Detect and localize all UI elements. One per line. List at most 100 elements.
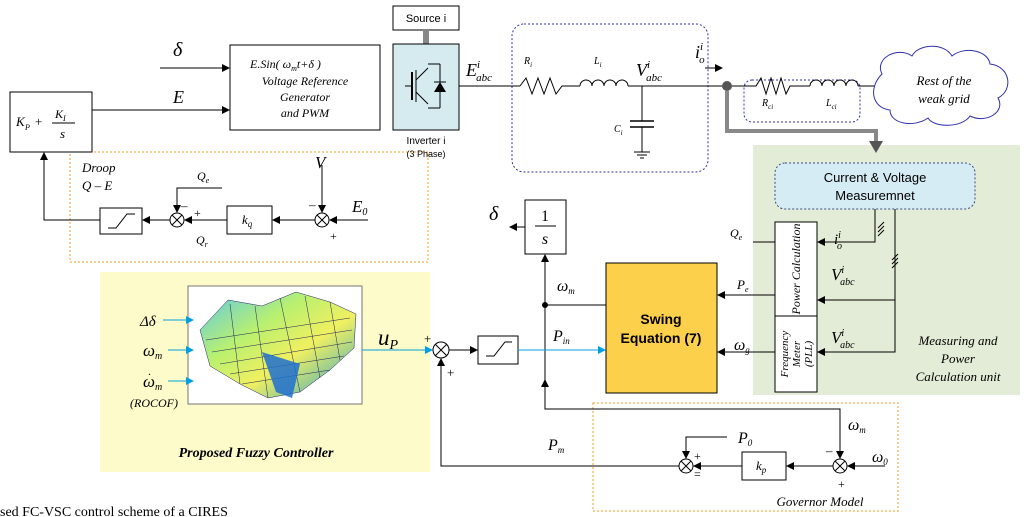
droop-dotted-box bbox=[69, 151, 429, 263]
svg-text:Inverter i: Inverter i bbox=[407, 136, 446, 147]
svg-text:ω0: ω0 bbox=[872, 449, 888, 467]
svg-text:ωm: ωm bbox=[143, 372, 162, 393]
svg-text:Generator: Generator bbox=[280, 90, 330, 104]
svg-text:Qe: Qe bbox=[197, 169, 210, 185]
integrator-block: 1 s δ bbox=[489, 199, 567, 255]
svg-text:uP: uP bbox=[378, 325, 399, 353]
svg-text:+: + bbox=[35, 114, 42, 129]
svg-text:kp: kp bbox=[756, 458, 767, 475]
filter-resistor: Ri bbox=[519, 56, 580, 96]
pe-label: Pe bbox=[736, 277, 749, 294]
weak-grid-cloud: Rest of the weak grid bbox=[873, 45, 1009, 126]
svg-text:Proposed Fuzzy Controller: Proposed Fuzzy Controller bbox=[179, 446, 334, 461]
svg-text:Frequency: Frequency bbox=[779, 331, 791, 379]
measuring-unit-caption: Measuring and bbox=[917, 333, 998, 348]
svg-text:ωm: ωm bbox=[143, 341, 162, 362]
filter-capacitor: Ci bbox=[614, 86, 654, 159]
filter-dotted-box bbox=[511, 23, 709, 173]
svg-text:+: + bbox=[424, 331, 431, 346]
frequency-meter-block: Frequency Meter (PLL) bbox=[774, 315, 818, 393]
e-input-label: E bbox=[172, 87, 184, 107]
svg-text:Rest of the: Rest of the bbox=[916, 73, 972, 88]
svg-text:Qr: Qr bbox=[196, 233, 209, 249]
svg-text:Voltage Reference: Voltage Reference bbox=[262, 74, 349, 88]
svg-text:Q – E: Q – E bbox=[82, 178, 112, 193]
svg-text:E.Sin( ωmt+δ ): E.Sin( ωmt+δ ) bbox=[249, 57, 321, 73]
pi-controller-block: K P + K I s bbox=[9, 91, 93, 153]
svg-text:weak grid: weak grid bbox=[918, 91, 970, 106]
svg-text:Swing: Swing bbox=[640, 311, 681, 327]
power-calculation-block: Power Calculation bbox=[774, 221, 818, 317]
svg-text:(PLL): (PLL) bbox=[803, 341, 815, 368]
svg-text:+: + bbox=[694, 449, 701, 463]
svg-text:+: + bbox=[447, 365, 454, 380]
svg-text:Governor Model: Governor Model bbox=[776, 494, 863, 509]
svg-text:K: K bbox=[15, 114, 26, 129]
voltage-reference-block: E.Sin( ωmt+δ ) Voltage Reference Generat… bbox=[229, 44, 381, 131]
svg-text:δ: δ bbox=[489, 203, 499, 225]
svg-text:Measuremnet: Measuremnet bbox=[835, 188, 915, 203]
line-resistor: Rci bbox=[750, 76, 810, 111]
svg-text:+: + bbox=[838, 477, 845, 491]
svg-text:s: s bbox=[60, 126, 65, 141]
svg-text:Source i: Source i bbox=[406, 13, 446, 25]
swing-equation-block: Swing Equation (7) bbox=[605, 262, 718, 394]
svg-text:V: V bbox=[315, 153, 328, 172]
pin-label: Pin bbox=[552, 328, 570, 346]
svg-text:(ROCOF): (ROCOF) bbox=[130, 396, 178, 410]
svg-text:E0: E0 bbox=[351, 197, 367, 218]
droop-section: Droop Q – E kq Qe Qr V E0 – + – + bbox=[40, 152, 368, 249]
svg-text:Power Calculation: Power Calculation bbox=[789, 224, 803, 316]
svg-text:Ci: Ci bbox=[614, 124, 623, 137]
filter-inductor: Li bbox=[579, 56, 722, 87]
svg-text:Equation (7): Equation (7) bbox=[621, 330, 702, 346]
svg-text:Current & Voltage: Current & Voltage bbox=[824, 170, 927, 185]
svg-text:and PWM: and PWM bbox=[281, 106, 330, 120]
svg-text:–: – bbox=[825, 443, 833, 458]
svg-text:–: – bbox=[308, 197, 316, 212]
measuring-unit-caption-3: Calculation unit bbox=[916, 369, 1001, 384]
line-impedance-dotted-box bbox=[743, 79, 861, 123]
svg-text:Meter: Meter bbox=[791, 340, 803, 368]
inverter-block: Inverter i (3 Phase) bbox=[392, 43, 460, 159]
svg-text:P: P bbox=[24, 123, 30, 132]
line-inductor: Lci bbox=[809, 79, 880, 111]
svg-text:Pm: Pm bbox=[547, 437, 565, 455]
measurement-block: Current & Voltage Measuremnet bbox=[774, 162, 976, 210]
svg-text:Δδ: Δδ bbox=[139, 314, 157, 330]
measuring-unit-caption-2: Power bbox=[940, 351, 976, 366]
svg-text:s: s bbox=[542, 231, 548, 248]
governor-dotted-box bbox=[592, 402, 899, 512]
svg-text:–: – bbox=[180, 198, 188, 213]
svg-text:=: = bbox=[694, 467, 701, 481]
measurement-junction bbox=[722, 81, 732, 91]
fuzzy-controller: Δδ ωm ωm . (ROCOF) uP Proposed Fuzzy Con… bbox=[130, 285, 433, 461]
source-block: Source i bbox=[392, 5, 460, 44]
svg-text:I: I bbox=[62, 114, 66, 123]
svg-text:Ri: Ri bbox=[523, 56, 532, 69]
svg-text:kq: kq bbox=[242, 212, 253, 229]
delta-input-label: δ bbox=[173, 39, 183, 61]
svg-text:Lci: Lci bbox=[825, 98, 837, 111]
kq-gain-block bbox=[226, 205, 273, 235]
wg-label: ωg bbox=[734, 337, 750, 355]
qe-output-label: Qe bbox=[730, 226, 743, 242]
svg-text:Rci: Rci bbox=[761, 98, 773, 111]
svg-text:K: K bbox=[54, 107, 64, 121]
svg-text:(3 Phase): (3 Phase) bbox=[406, 149, 445, 159]
svg-text:Li: Li bbox=[593, 56, 602, 69]
pin-limiter-block bbox=[477, 335, 519, 365]
figure-caption: sed FC-VSC control scheme of a CIRES bbox=[0, 505, 228, 517]
governor-model: kp Pm P0 ωm ω0 + = – + Governor Model bbox=[437, 358, 888, 509]
svg-text:+: + bbox=[330, 229, 337, 243]
svg-text:P0: P0 bbox=[737, 430, 753, 448]
svg-text:+: + bbox=[194, 206, 201, 220]
wm-label: ωm bbox=[557, 278, 575, 296]
